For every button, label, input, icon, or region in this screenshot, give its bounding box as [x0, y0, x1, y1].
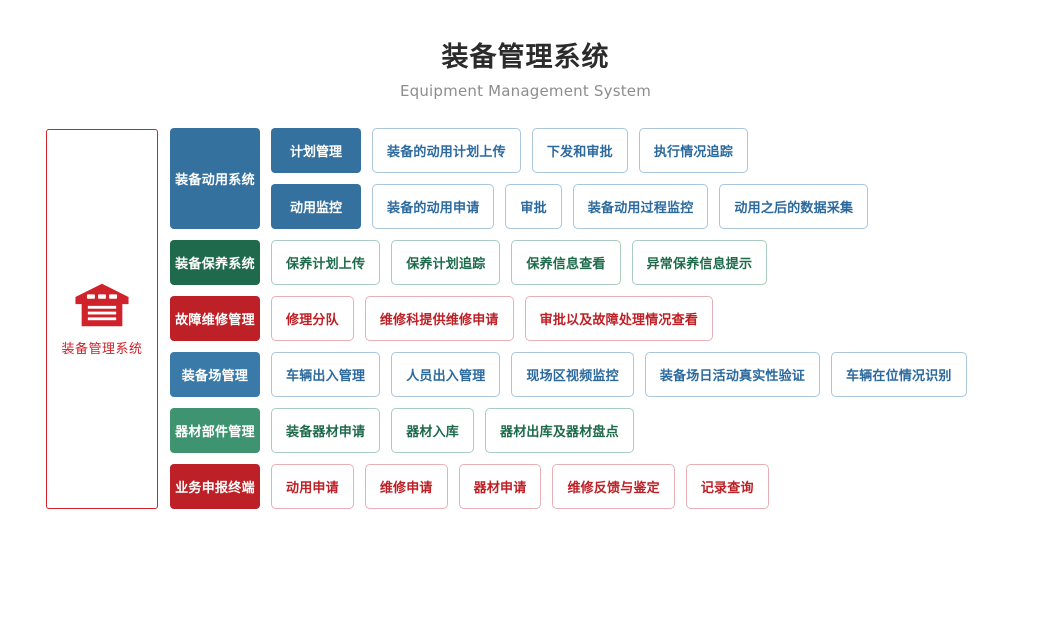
group-button-动用监控[interactable]: 动用监控 — [271, 184, 361, 229]
module-item-审批以及故障处理情况查看[interactable]: 审批以及故障处理情况查看 — [524, 296, 714, 341]
module-subrow: 动用监控装备的动用申请审批装备动用过程监控动用之后的数据采集 — [260, 184, 869, 229]
category-button-故障维修管理[interactable]: 故障维修管理 — [170, 296, 260, 341]
system-hero-label: 装备管理系统 — [61, 341, 143, 357]
module-row: 装备场管理车辆出入管理人员出入管理现场区视频监控装备场日活动真实性验证车辆在位情… — [170, 352, 967, 397]
module-item-装备场日活动真实性验证[interactable]: 装备场日活动真实性验证 — [644, 352, 821, 397]
module-item-执行情况追踪[interactable]: 执行情况追踪 — [638, 128, 749, 173]
module-item-装备动用过程监控[interactable]: 装备动用过程监控 — [572, 184, 709, 229]
module-rows: 装备动用系统计划管理装备的动用计划上传下发和审批执行情况追踪动用监控装备的动用申… — [170, 128, 967, 520]
module-subrow: 计划管理装备的动用计划上传下发和审批执行情况追踪 — [260, 128, 868, 173]
module-item-现场区视频监控[interactable]: 现场区视频监控 — [511, 352, 634, 397]
category-button-装备场管理[interactable]: 装备场管理 — [170, 352, 260, 397]
module-item-车辆出入管理[interactable]: 车辆出入管理 — [271, 352, 381, 397]
module-subrow: 车辆出入管理人员出入管理现场区视频监控装备场日活动真实性验证车辆在位情况识别 — [260, 352, 967, 397]
module-subrow: 动用申请维修申请器材申请维修反馈与鉴定记录查询 — [260, 464, 769, 509]
page-subtitle: Equipment Management System — [399, 82, 652, 101]
module-item-审批[interactable]: 审批 — [505, 184, 562, 229]
subrow-stack: 车辆出入管理人员出入管理现场区视频监控装备场日活动真实性验证车辆在位情况识别 — [260, 352, 967, 397]
module-item-动用之后的数据采集[interactable]: 动用之后的数据采集 — [719, 184, 869, 229]
module-item-人员出入管理[interactable]: 人员出入管理 — [391, 352, 501, 397]
module-subrow: 修理分队维修科提供维修申请审批以及故障处理情况查看 — [260, 296, 714, 341]
module-item-装备的动用计划上传[interactable]: 装备的动用计划上传 — [372, 128, 521, 173]
category-button-器材部件管理[interactable]: 器材部件管理 — [170, 408, 260, 453]
module-item-车辆在位情况识别[interactable]: 车辆在位情况识别 — [831, 352, 967, 397]
category-button-业务申报终端[interactable]: 业务申报终端 — [170, 464, 260, 509]
module-item-器材申请[interactable]: 器材申请 — [458, 464, 542, 509]
module-row: 装备保养系统保养计划上传保养计划追踪保养信息查看异常保养信息提示 — [170, 240, 967, 285]
module-item-维修科提供维修申请[interactable]: 维修科提供维修申请 — [364, 296, 514, 341]
page-title: 装备管理系统 — [441, 42, 610, 73]
warehouse-icon — [73, 282, 131, 328]
subrow-stack: 计划管理装备的动用计划上传下发和审批执行情况追踪动用监控装备的动用申请审批装备动… — [260, 128, 869, 229]
module-row: 装备动用系统计划管理装备的动用计划上传下发和审批执行情况追踪动用监控装备的动用申… — [170, 128, 967, 229]
module-item-保养计划上传[interactable]: 保养计划上传 — [271, 240, 381, 285]
module-subrow: 装备器材申请器材入库器材出库及器材盘点 — [260, 408, 634, 453]
page-header: 装备管理系统 Equipment Management System — [0, 0, 1051, 100]
category-button-装备保养系统[interactable]: 装备保养系统 — [170, 240, 260, 285]
module-item-器材出库及器材盘点[interactable]: 器材出库及器材盘点 — [485, 408, 634, 453]
module-row: 业务申报终端动用申请维修申请器材申请维修反馈与鉴定记录查询 — [170, 464, 967, 509]
module-subrow: 保养计划上传保养计划追踪保养信息查看异常保养信息提示 — [260, 240, 768, 285]
system-hero-panel: 装备管理系统 — [46, 129, 158, 509]
module-item-异常保养信息提示[interactable]: 异常保养信息提示 — [631, 240, 768, 285]
group-button-计划管理[interactable]: 计划管理 — [271, 128, 361, 173]
module-item-动用申请[interactable]: 动用申请 — [271, 464, 354, 509]
module-item-装备的动用申请[interactable]: 装备的动用申请 — [372, 184, 495, 229]
module-item-装备器材申请[interactable]: 装备器材申请 — [271, 408, 381, 453]
module-item-下发和审批[interactable]: 下发和审批 — [531, 128, 628, 173]
subrow-stack: 动用申请维修申请器材申请维修反馈与鉴定记录查询 — [260, 464, 769, 509]
module-item-保养信息查看[interactable]: 保养信息查看 — [511, 240, 621, 285]
module-item-记录查询[interactable]: 记录查询 — [685, 464, 769, 509]
subrow-stack: 修理分队维修科提供维修申请审批以及故障处理情况查看 — [260, 296, 714, 341]
subrow-stack: 装备器材申请器材入库器材出库及器材盘点 — [260, 408, 634, 453]
category-button-装备动用系统[interactable]: 装备动用系统 — [170, 128, 260, 229]
module-item-保养计划追踪[interactable]: 保养计划追踪 — [391, 240, 501, 285]
module-item-维修反馈与鉴定[interactable]: 维修反馈与鉴定 — [552, 464, 675, 509]
module-item-维修申请[interactable]: 维修申请 — [364, 464, 448, 509]
module-row: 故障维修管理修理分队维修科提供维修申请审批以及故障处理情况查看 — [170, 296, 967, 341]
subrow-stack: 保养计划上传保养计划追踪保养信息查看异常保养信息提示 — [260, 240, 768, 285]
module-row: 器材部件管理装备器材申请器材入库器材出库及器材盘点 — [170, 408, 967, 453]
module-item-修理分队[interactable]: 修理分队 — [271, 296, 354, 341]
module-item-器材入库[interactable]: 器材入库 — [391, 408, 475, 453]
